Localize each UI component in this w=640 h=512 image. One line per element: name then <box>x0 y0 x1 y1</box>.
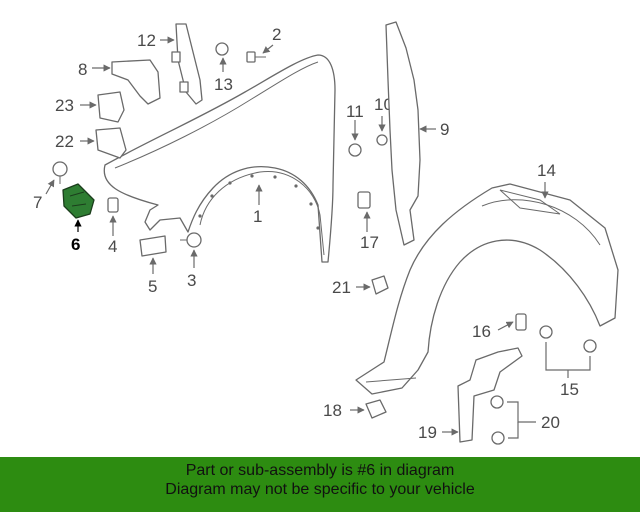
callout-21: 21 <box>332 278 351 297</box>
bracket-8-part[interactable] <box>111 59 161 105</box>
screw-7-part[interactable] <box>52 161 68 184</box>
callout-17: 17 <box>360 233 379 252</box>
seal-9-part[interactable] <box>385 21 421 246</box>
callout-9: 9 <box>440 120 449 139</box>
callout-8: 8 <box>78 60 87 79</box>
bolt-2-part[interactable] <box>246 51 266 63</box>
bracket-22-part[interactable] <box>95 127 127 159</box>
callout-6: 6 <box>71 235 80 254</box>
callout-7: 7 <box>33 193 42 212</box>
callout-16: 16 <box>472 322 491 341</box>
callout-5: 5 <box>148 277 157 296</box>
callout-4: 4 <box>108 237 117 256</box>
deflector-19-part[interactable] <box>457 347 523 443</box>
nut-11-part[interactable] <box>348 143 362 157</box>
callout-23: 23 <box>55 96 74 115</box>
clip-18-part[interactable] <box>365 399 387 419</box>
bracket-12-part[interactable] <box>171 23 203 105</box>
screws-15-part[interactable] <box>539 325 597 353</box>
clip-16-part[interactable] <box>515 313 527 331</box>
callout-18: 18 <box>323 401 342 420</box>
banner-line-2: Diagram may not be specific to your vehi… <box>165 481 475 498</box>
callout-20: 20 <box>541 413 560 432</box>
clip-4-part[interactable] <box>107 197 119 213</box>
callout-15: 15 <box>560 380 579 399</box>
callout-13: 13 <box>214 75 233 94</box>
bolt-3-part[interactable] <box>180 232 202 248</box>
callout-2: 2 <box>272 25 281 44</box>
highlighted-part-6[interactable] <box>62 183 95 219</box>
info-banner: Part or sub-assembly is #6 in diagram Di… <box>0 457 640 512</box>
callout-11: 11 <box>346 102 364 121</box>
callout-1: 1 <box>253 207 262 226</box>
bracket-23-part[interactable] <box>97 91 125 123</box>
bracket-5-part[interactable] <box>139 235 167 257</box>
clip-21-part[interactable] <box>371 275 389 295</box>
parts-diagram: 1 12 2 13 8 23 22 7 <box>33 21 619 445</box>
banner-line-1: Part or sub-assembly is #6 in diagram <box>185 462 455 479</box>
callout-14: 14 <box>537 161 556 180</box>
callout-3: 3 <box>187 271 196 290</box>
washer-10-part[interactable] <box>376 134 388 146</box>
screws-20-part[interactable] <box>490 395 505 445</box>
callout-12: 12 <box>137 31 156 50</box>
callout-19: 19 <box>418 423 437 442</box>
clip-17-part[interactable] <box>357 191 371 209</box>
clip-13-part[interactable] <box>215 42 229 56</box>
liner-14-part[interactable] <box>355 183 619 395</box>
callout-22: 22 <box>55 132 74 151</box>
fender-part[interactable] <box>103 54 336 263</box>
